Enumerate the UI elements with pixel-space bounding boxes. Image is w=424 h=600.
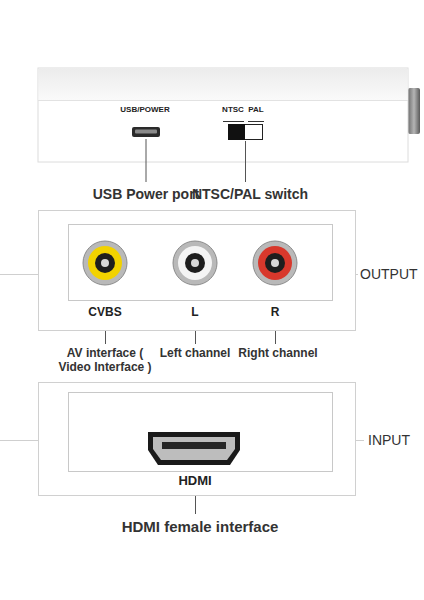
switch-marking: NTSC <box>222 105 244 114</box>
switch-marking: PAL <box>248 105 263 114</box>
device-output-panel: CVBS L R <box>38 210 355 330</box>
jack-label: AV interface ( Video Interface ) <box>55 347 155 375</box>
port-label: USB Power port <box>93 186 200 202</box>
port-label: HDMI female interface <box>122 518 279 535</box>
jack-label: Left channel <box>160 347 231 361</box>
switch-label: NTSC/PAL switch <box>192 186 308 202</box>
jack-marking: R <box>271 306 280 320</box>
section-label: OUTPUT <box>360 266 418 282</box>
jack-marking: CVBS <box>88 306 121 320</box>
jack-label: Right channel <box>238 347 317 361</box>
device-power-panel: USB/POWER NTSC PAL <box>38 68 408 162</box>
port-marking: USB/POWER <box>120 105 169 114</box>
section-label: INPUT <box>368 432 410 448</box>
device-input-panel: HDMI <box>38 382 355 495</box>
port-marking: HDMI <box>178 474 211 489</box>
jack-marking: L <box>191 306 198 320</box>
